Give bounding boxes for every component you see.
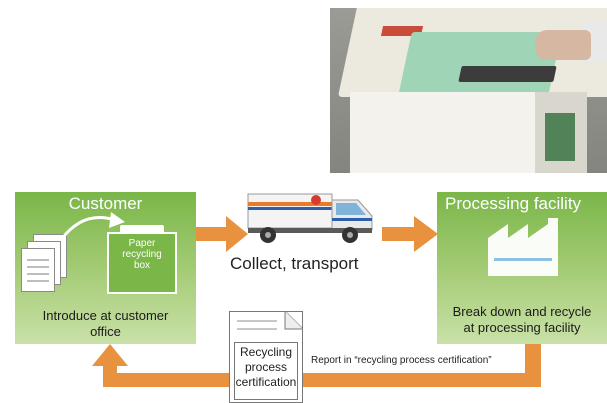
customer-caption-line2: office (90, 324, 121, 339)
certificate-line1: Recycling (239, 345, 293, 359)
curved-arrow-icon (59, 212, 125, 241)
facility-caption-line2: at processing facility (463, 320, 581, 335)
transport-label: Collect, transport (230, 254, 359, 273)
photo-box-label (545, 113, 575, 161)
box-label-line3: box (133, 260, 151, 271)
arrow-to-transport-icon (196, 216, 248, 252)
recycling-box-lid (120, 225, 164, 235)
box-label-line2: recycling (122, 249, 162, 260)
certificate-icon: Recycling process certification (229, 311, 303, 403)
facility-caption-line1: Break down and recycle (452, 304, 592, 319)
customer-title: Customer (68, 194, 143, 213)
box-label-line1: Paper (128, 238, 156, 249)
customer-panel: Customer Paper recycling box Introduce a… (15, 192, 196, 344)
factory-icon (488, 218, 558, 276)
facility-title: Processing facility (445, 194, 582, 213)
customer-caption-line1: Introduce at customer (42, 308, 169, 323)
certificate-line3: certification (235, 375, 297, 389)
certificate-fold-icon (229, 311, 303, 330)
recycling-box-icon: Paper recycling box (107, 232, 177, 294)
arrow-to-facility-icon (382, 216, 438, 252)
truck-icon (247, 193, 373, 243)
recycling-box-photo (330, 8, 607, 173)
arrow-return-icon (92, 344, 541, 387)
report-label: Report in “recycling process certificati… (311, 355, 492, 366)
photo-hand (535, 30, 591, 60)
facility-panel: Processing facility Break down and recyc… (437, 192, 607, 344)
certificate-line2: process (244, 360, 288, 374)
document-stack-icon (21, 248, 55, 292)
